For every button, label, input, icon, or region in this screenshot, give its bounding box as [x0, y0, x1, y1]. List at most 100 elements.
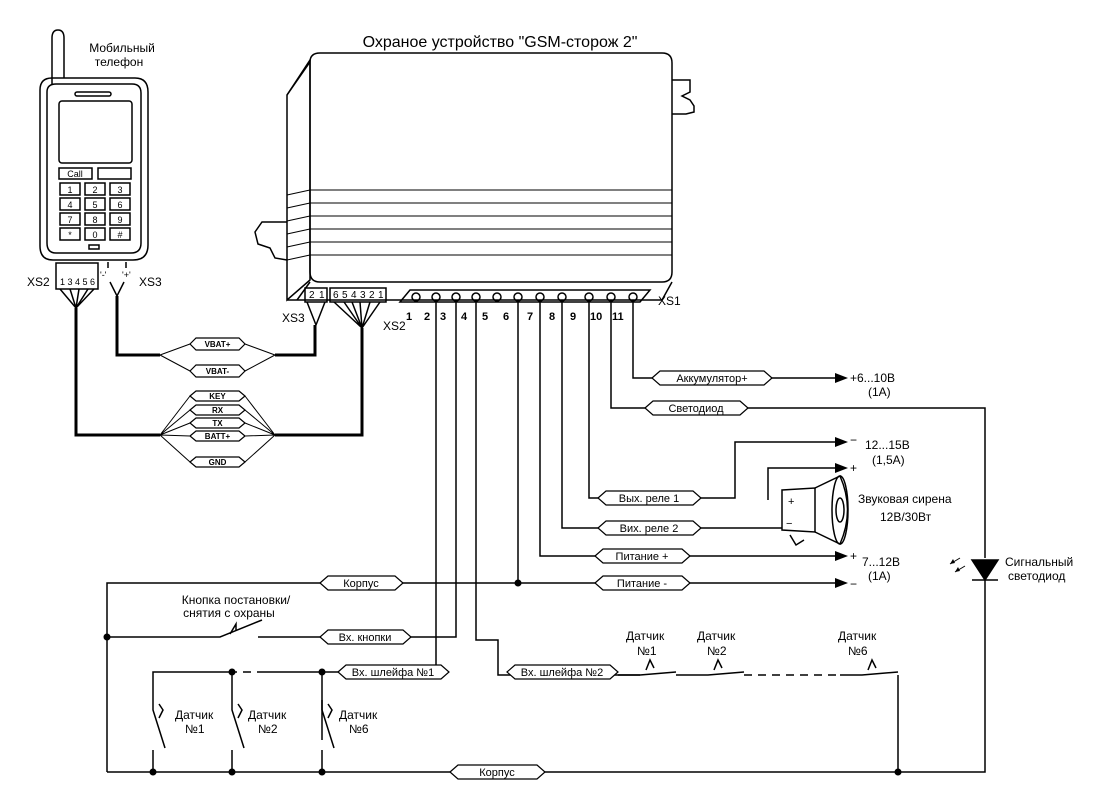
tag-tx: TX: [189, 417, 246, 429]
siren-plus: +: [850, 461, 857, 475]
tag-relay1: Вых. реле 1: [597, 490, 702, 506]
svg-text:8: 8: [549, 311, 555, 323]
svg-text:Вх. шлейфа №2: Вх. шлейфа №2: [521, 667, 603, 679]
svg-text:2: 2: [369, 290, 375, 301]
svg-text:4: 4: [461, 311, 468, 323]
arm-button-switch: [103, 619, 263, 641]
svg-text:Корпус: Корпус: [343, 578, 379, 590]
svg-text:KEY: KEY: [209, 392, 226, 401]
svg-text:+: +: [788, 496, 794, 508]
phone-keypad: 1 2 3 4 5 6 7 8 9 * 0 #: [59, 182, 131, 241]
svg-text:1: 1: [378, 290, 384, 301]
svg-text:2: 2: [92, 185, 97, 195]
svg-text:1: 1: [319, 290, 325, 301]
button-label-line1: Кнопка постановки/: [182, 593, 291, 607]
battery-voltage: +6...10В: [850, 371, 895, 385]
loop2-sensor2-num: №2: [707, 644, 727, 658]
svg-text:5: 5: [92, 200, 97, 210]
led-label-line1: Сигнальный: [1005, 555, 1073, 569]
svg-text:VBAT-: VBAT-: [206, 367, 230, 376]
tag-case-top: Корпус: [319, 575, 404, 591]
led-label-line2: светодиод: [1008, 569, 1065, 583]
svg-text:RX: RX: [212, 406, 224, 415]
svg-text:Светодиод: Светодиод: [668, 403, 724, 415]
svg-text:1: 1: [406, 311, 412, 323]
svg-text:10: 10: [590, 311, 602, 323]
tag-relay2: Вих. реле 2: [597, 520, 702, 536]
loop1-sensor2-word: Датчик: [248, 708, 287, 722]
svg-text:Вх. кнопки: Вх. кнопки: [339, 632, 392, 644]
svg-text:'-': '-': [100, 270, 107, 280]
battery-current: (1А): [868, 385, 891, 399]
svg-text:5: 5: [342, 290, 348, 301]
tag-batt-plus: BATT+: [189, 430, 246, 442]
svg-text:9: 9: [117, 215, 122, 225]
tag-button-in: Вх. кнопки: [319, 629, 412, 645]
tag-rx: RX: [189, 404, 246, 416]
tag-led: Светодиод: [644, 400, 749, 416]
svg-text:TX: TX: [212, 419, 223, 428]
xs1-wires: [106, 301, 986, 773]
svg-text:9: 9: [570, 311, 576, 323]
svg-text:Питание +: Питание +: [616, 551, 669, 563]
phone-label-line2: телефон: [95, 55, 144, 69]
loop1-sensor1-word: Датчик: [175, 708, 214, 722]
svg-text:6: 6: [333, 290, 339, 301]
svg-text:GND: GND: [209, 458, 227, 467]
device-xs2-label: XS2: [383, 319, 406, 333]
svg-text:6: 6: [503, 311, 509, 323]
svg-text:VBAT+: VBAT+: [205, 340, 231, 349]
power-voltage: 7...12В: [862, 555, 900, 569]
led-icon: [949, 557, 1000, 582]
svg-text:Корпус: Корпус: [479, 767, 515, 779]
svg-text:'+': '+': [122, 270, 131, 280]
svg-text:3: 3: [117, 185, 122, 195]
loop2-sensors: [618, 658, 902, 776]
svg-text:4: 4: [67, 200, 72, 210]
tag-power-minus: Питание -: [594, 575, 691, 591]
tag-power-plus: Питание +: [594, 548, 691, 564]
svg-text:11: 11: [612, 311, 624, 323]
phone-xs2-connector: 1 3 4 5 6 XS2: [27, 262, 99, 309]
loop2-sensor6-word: Датчик: [838, 629, 877, 643]
siren-label: Звуковая сирена: [858, 492, 952, 506]
relay-voltage: 12...15В: [865, 438, 910, 452]
svg-text:1 3 4 5 6: 1 3 4 5 6: [60, 277, 95, 287]
svg-text:BATT+: BATT+: [205, 432, 231, 441]
tag-gnd: GND: [189, 456, 246, 468]
svg-text:Вых. реле 1: Вых. реле 1: [619, 493, 679, 505]
tag-vbat-plus: VBAT+: [189, 337, 246, 351]
svg-text:Вих. реле 2: Вих. реле 2: [620, 523, 679, 535]
phone-xs2-label: XS2: [27, 275, 50, 289]
gsm-device-body: [254, 52, 695, 302]
tag-battery: Аккумулятор+: [651, 370, 773, 386]
power-plus-sign: +: [850, 549, 857, 563]
loop1-sensor2-num: №2: [258, 722, 278, 736]
relay-current: (1,5А): [872, 453, 905, 467]
loop1-sensor6-word: Датчик: [339, 708, 378, 722]
loop1-sensor6-num: №6: [349, 722, 369, 736]
device-xs3-label: XS3: [282, 311, 305, 325]
loop2-sensor2-word: Датчик: [697, 629, 736, 643]
svg-text:#: #: [117, 230, 122, 240]
phone-xs3-connector: '-' '+' XS3: [100, 262, 162, 298]
diagram-title: Охраное устройство "GSM-сторож 2": [363, 34, 638, 51]
svg-text:6: 6: [117, 200, 122, 210]
svg-text:2: 2: [424, 311, 430, 323]
svg-text:4: 4: [351, 290, 357, 301]
tag-case-bottom: Корпус: [449, 764, 546, 780]
svg-text:3: 3: [440, 311, 446, 323]
loop2-sensor1-num: №1: [637, 644, 657, 658]
call-key: Call: [67, 169, 83, 179]
power-minus-sign: −: [850, 577, 857, 591]
mobile-phone: Мобильный телефон Call 1 2 3 4 5 6 7 8 9…: [39, 29, 155, 261]
loop1-sensor1-num: №1: [185, 722, 205, 736]
phone-label-line1: Мобильный: [89, 41, 155, 55]
svg-text:0: 0: [92, 230, 97, 240]
siren-rating: 12В/30Вт: [880, 510, 932, 524]
svg-text:3: 3: [360, 290, 366, 301]
tag-loop2: Вх. шлейфа №2: [506, 664, 619, 680]
svg-text:Аккумулятор+: Аккумулятор+: [676, 373, 747, 385]
power-current: (1А): [868, 569, 891, 583]
